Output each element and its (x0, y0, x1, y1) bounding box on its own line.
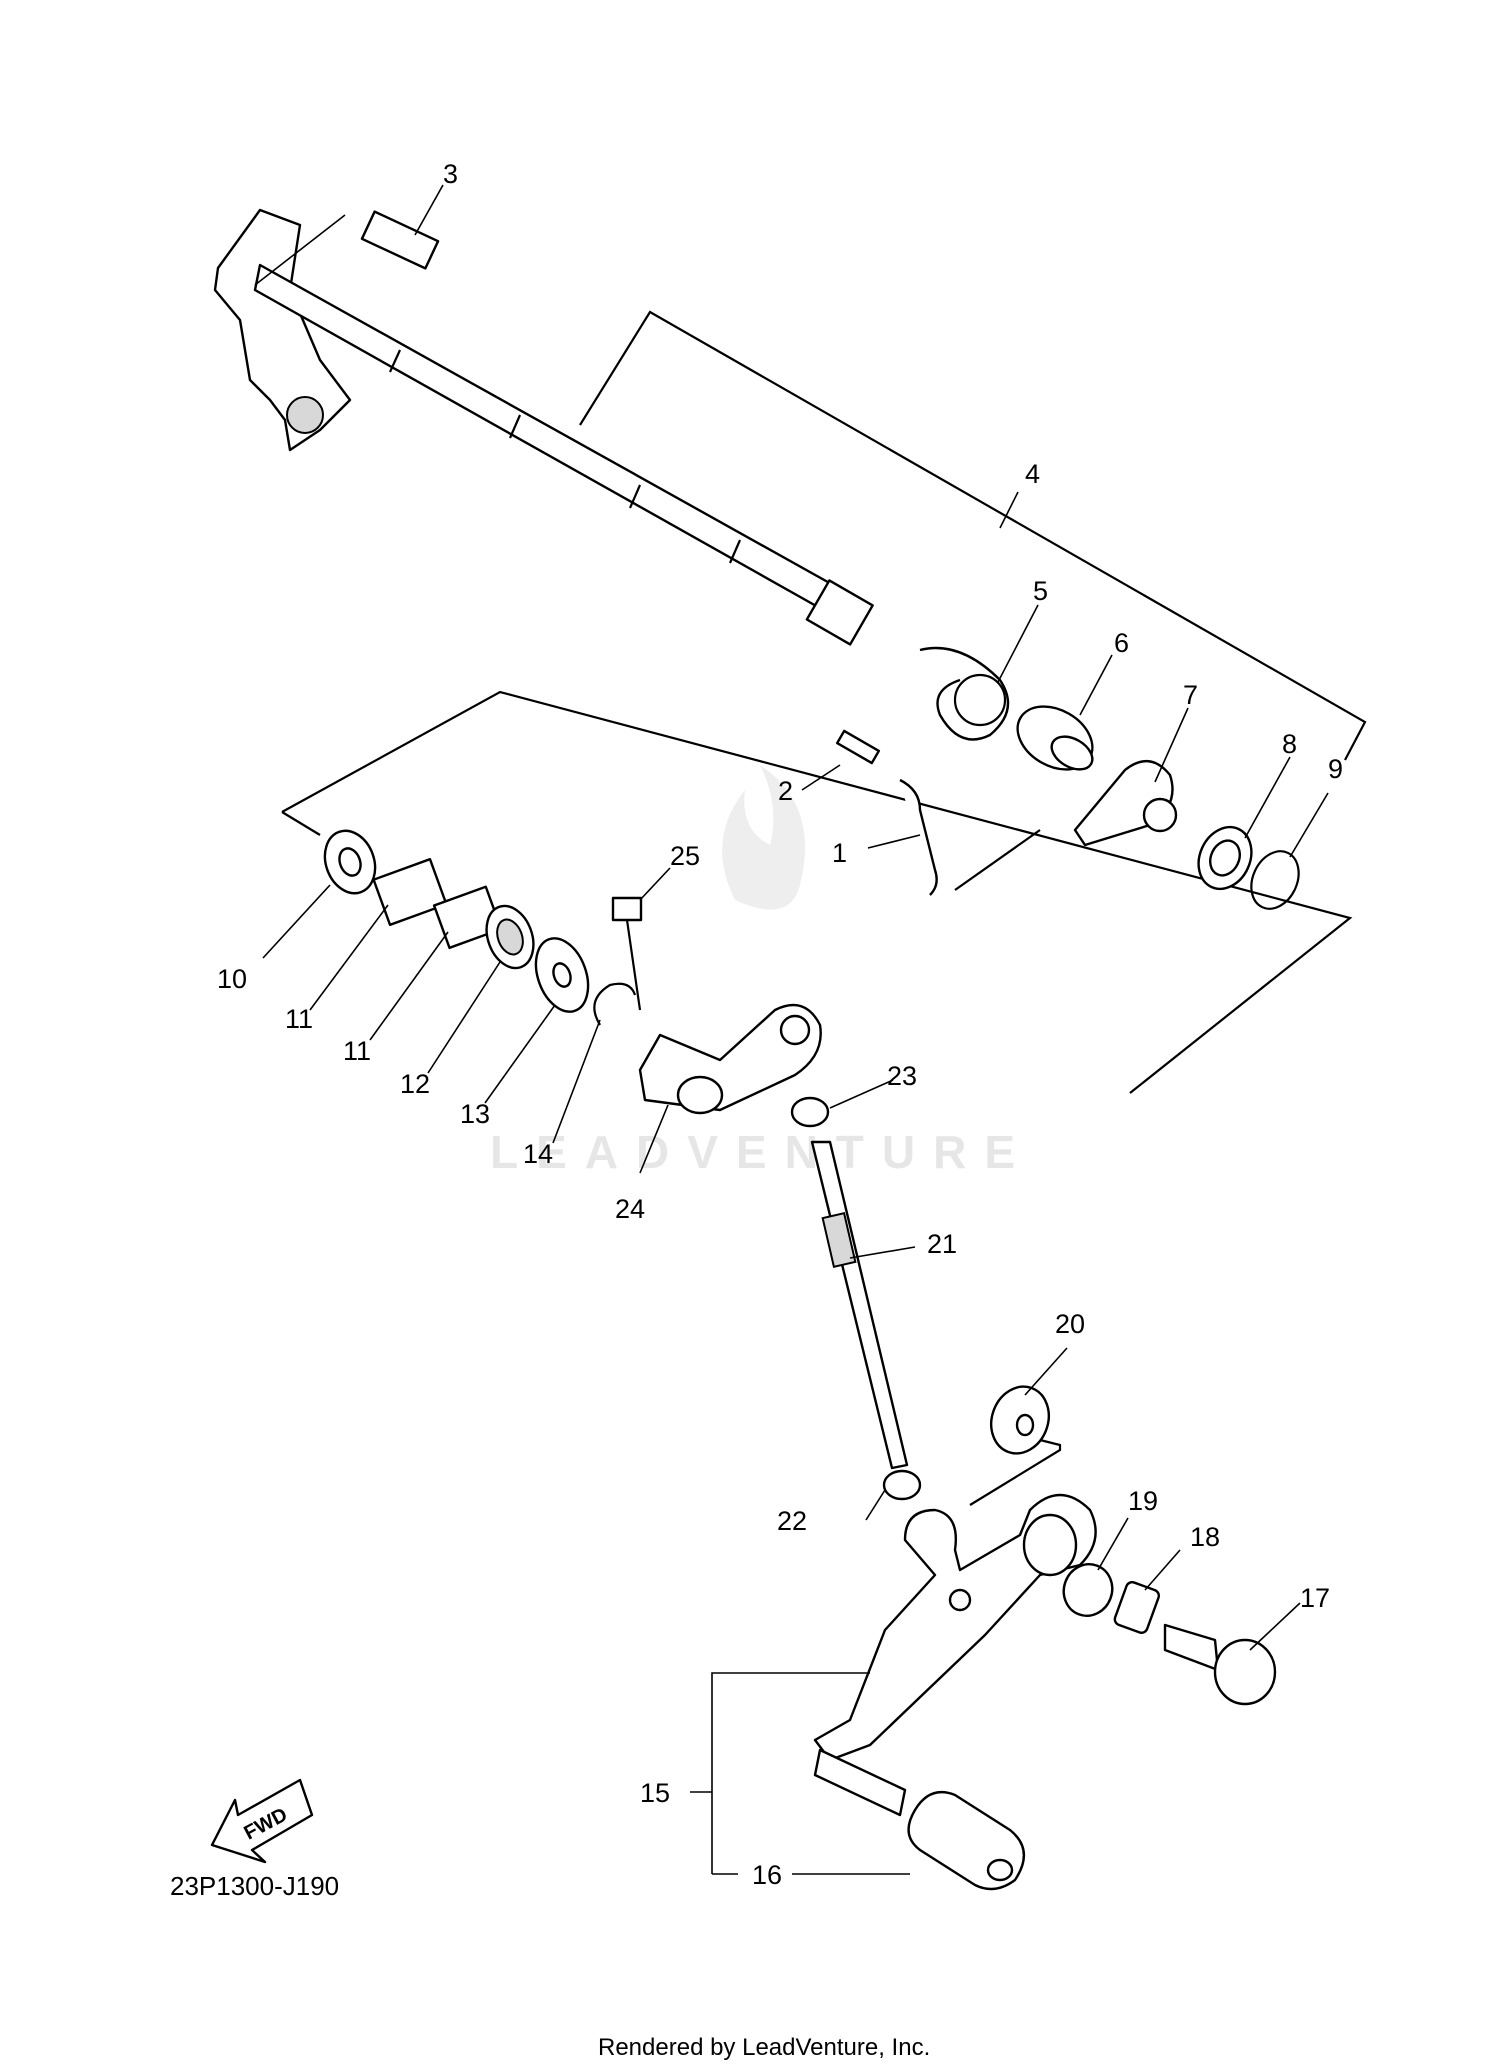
callout-22: 22 (777, 1506, 807, 1536)
clip-14 (593, 982, 637, 1026)
spring-1 (899, 778, 1041, 896)
callouts: 3 4 5 6 7 8 9 2 1 25 10 11 11 12 13 14 2… (217, 159, 1343, 1890)
fwd-arrow-icon: FWD (210, 1778, 314, 1864)
callout-11a: 11 (285, 1004, 313, 1034)
callout-10: 10 (217, 964, 247, 994)
rubber-16 (907, 1790, 1025, 1891)
callout-20: 20 (1055, 1309, 1085, 1339)
arm-7 (1073, 760, 1178, 847)
watermark-text: LEADVENTURE (490, 1126, 1033, 1178)
callout-6: 6 (1114, 628, 1129, 658)
washer-10 (323, 829, 377, 895)
callout-23: 23 (887, 1061, 917, 1091)
callout-8: 8 (1282, 729, 1297, 759)
callout-13: 13 (460, 1099, 490, 1129)
washer-20 (969, 1385, 1062, 1506)
callout-3: 3 (443, 159, 458, 189)
callout-16: 16 (752, 1860, 782, 1890)
lever-24 (638, 1003, 822, 1115)
circlip-9 (1250, 850, 1300, 910)
bolt-17 (1163, 1623, 1277, 1706)
callout-5: 5 (1033, 576, 1048, 606)
leader-lines (262, 184, 1329, 1875)
callout-4: 4 (1025, 459, 1040, 489)
shift-shaft (213, 208, 874, 646)
stud-3 (254, 210, 440, 286)
watermark: LEADVENTURE (490, 765, 1033, 1178)
callout-19: 19 (1128, 1486, 1158, 1516)
callout-9: 9 (1328, 754, 1343, 784)
washer-8 (1197, 825, 1253, 891)
render-credit: Rendered by LeadVenture, Inc. (598, 2034, 930, 2061)
callout-11b: 11 (343, 1036, 371, 1066)
spring-5 (919, 646, 1010, 741)
callout-18: 18 (1190, 1522, 1220, 1552)
callout-24: 24 (615, 1194, 645, 1224)
nut-22 (882, 1469, 922, 1501)
callout-2: 2 (778, 776, 793, 806)
bearing-11a (372, 857, 448, 927)
washer-13 (534, 937, 590, 1013)
callout-21: 21 (927, 1229, 957, 1259)
callout-14: 14 (523, 1139, 553, 1169)
diagram-code: 23P1300-J190 (170, 1871, 339, 1901)
callout-25: 25 (670, 841, 700, 871)
callout-1: 1 (832, 838, 847, 868)
rod-21 (810, 1140, 909, 1470)
assembly-bracket-lower (281, 690, 1353, 1094)
bushing-18 (1113, 1581, 1161, 1634)
washer-19 (1062, 1563, 1114, 1617)
callout-7: 7 (1183, 680, 1198, 710)
callout-17: 17 (1300, 1583, 1330, 1613)
bolt-25 (611, 896, 643, 1011)
bolt-2 (835, 729, 881, 765)
collar-6 (1016, 705, 1094, 771)
assembly-bracket-4 (579, 310, 1367, 761)
callout-15: 15 (640, 1778, 670, 1808)
bearing-11b (432, 885, 503, 950)
seal-12 (485, 904, 535, 970)
callout-12: 12 (400, 1069, 430, 1099)
shift-pedal-15 (813, 1493, 1097, 1817)
nut-23 (790, 1096, 830, 1128)
